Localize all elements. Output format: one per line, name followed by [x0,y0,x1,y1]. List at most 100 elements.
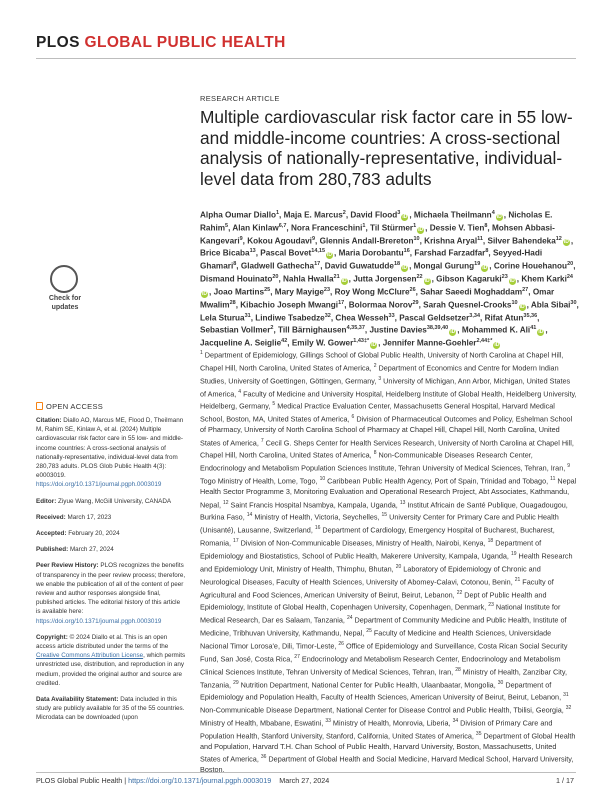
affiliation-number: 24 [346,615,353,622]
orcid-icon[interactable]: iD [449,329,457,337]
article-title: Multiple cardiovascular risk factor care… [200,107,573,189]
journal-title: GLOBAL PUBLIC HEALTH [84,34,286,51]
footer-doi-link[interactable]: https://doi.org/10.1371/journal.pgph.000… [128,776,272,785]
orcid-icon[interactable]: iD [401,265,409,273]
author-name: Jacqueline A. Seiglie [200,339,282,349]
author-affiliation-ref: 1 [275,210,280,216]
orcid-icon[interactable]: iD [423,277,431,285]
orcid-icon[interactable]: iD [495,213,503,221]
author-affiliation-ref: 6,7 [278,222,287,229]
author-name: Gladwell Gathecha [240,262,315,272]
footer-journal: PLOS Global Public Health [36,776,123,785]
author-name: David Guwatudde [324,262,394,272]
author-affiliation-ref: 29 [412,299,419,306]
affiliation-number: 7 [260,437,264,444]
author-name: Roy Wong McClure [334,287,410,297]
accepted-text: February 20, 2024 [68,530,120,538]
editor-text: Ziyue Wang, McGill University, CANADA [58,497,172,505]
orcid-icon[interactable]: iD [417,226,425,234]
affiliation-number: 26 [338,640,344,647]
affiliation-number: 28 [455,666,461,673]
affiliation-text: University Center for Primary Care and P… [200,512,559,535]
orcid-icon[interactable]: iD [537,329,545,337]
affiliation-number: 36 [260,754,267,761]
orcid-icon[interactable]: iD [340,277,348,285]
footer: PLOS Global Public Health | https://doi.… [36,776,329,785]
author-name: Bolormaa Norov [348,300,413,310]
author-affiliation-ref: 30 [570,299,577,306]
article-info-sidebar: Citation: Diallo AO, Marcus ME, Flood D,… [36,416,186,730]
orcid-icon[interactable]: iD [481,265,489,273]
journal-prefix: PLOS [36,34,80,51]
author-name: Farshad Farzadfar [414,249,486,259]
author-name: Maja E. Marcus [283,210,343,220]
affiliation-text: Department of Global Health and Populati… [200,731,576,764]
affiliation-text: Division of Primary Care and Population … [200,718,553,741]
affiliation-number: 9 [567,463,571,470]
author-affiliation-ref: 26 [409,286,416,293]
citation-doi-link[interactable]: https://doi.org/10.1371/journal.pgph.000… [36,481,162,489]
orcid-icon[interactable]: iD [370,342,378,350]
affiliation-number: 13 [399,499,406,506]
author-affiliation-ref: 4 [491,210,495,216]
author-list: Alpha Oumar Diallo1, Maja E. Marcus2, Da… [200,210,579,350]
author-affiliation-ref: 35,36 [523,312,538,319]
author-name: Mary Mayige [274,287,324,297]
author-affiliation-ref: 2,44‡* [476,338,493,345]
orcid-icon[interactable]: iD [401,213,409,221]
affiliation-text: Department of Global Health and Social M… [200,754,574,775]
author-name: Abla Sibai [530,300,571,310]
affiliation-text: Laboratory of Epidemiology of Chronic an… [200,564,541,587]
affiliation-text: Endocrinology and Metabolism Research Ce… [200,654,561,677]
affiliation-text: Department of Economics and Centre for M… [200,363,559,386]
affiliation-number: 10 [319,476,326,483]
affiliation-number: 20 [395,563,402,570]
affiliation-number: 12 [222,499,229,506]
author-affiliation-ref: 8 [484,222,488,229]
affiliation-text: Department of Community Medicine and Pub… [200,615,567,638]
orcid-icon[interactable]: iD [562,239,570,247]
orcid-icon[interactable]: iD [518,303,526,311]
author-name: Justine Davies [369,326,427,336]
peer-review-label: Peer Review History: [36,562,99,570]
affiliation-text: Saint Francis Hospital Nsambya, Kampala,… [228,499,400,509]
open-access-lock-icon [36,402,43,410]
author-name: Pascal Geldsetzer [399,313,470,323]
author-name: Lindiwe Tsabedze [255,313,325,323]
orcid-icon[interactable]: iD [508,277,516,285]
orcid-icon[interactable]: iD [493,342,501,350]
affiliation-text: Faculty of Medicine and Health Sciences,… [200,628,552,651]
author-affiliation-ref: 9 [311,235,316,242]
author-affiliation-ref: 1 [413,222,417,229]
author-affiliation-ref: 18 [393,261,401,268]
footer-separator: | [122,776,129,785]
affiliation-text: Togo Ministry of Health, Lome, Togo, [200,476,320,486]
data-availability-text: Data included in this study are publicly… [36,696,185,722]
author-affiliation-ref: 1,43‡* [353,338,370,345]
affiliation-number: 18 [487,538,494,545]
author-name: Dismand Houinato [200,274,273,284]
data-availability-label: Data Availability Statement: [36,696,119,704]
affiliation-text: Institut Africain de Santé Publique, Oua… [200,499,568,522]
affiliation-text: Department of Epidemiology, Gillings Sch… [200,350,564,373]
check-for-updates-badge[interactable]: Check for updates [36,265,94,317]
orcid-icon[interactable]: iD [326,252,334,260]
author-affiliation-ref: 11 [477,235,483,242]
copyright-text-2: , which permits unrestricted use, distri… [36,652,186,687]
affiliation-number: 16 [314,525,321,532]
editor: Editor: Ziyue Wang, McGill University, C… [36,497,186,506]
peer-review-link[interactable]: https://doi.org/10.1371/journal.pgph.000… [36,617,162,625]
author-name: Sahar Saeedi Moghaddam [420,287,523,297]
peer-review: Peer Review History: PLOS recognizes the… [36,561,186,625]
license-link[interactable]: Creative Commons Attribution License [36,652,144,660]
affiliation-text: Medical Practice Evaluation Center, Mass… [200,401,555,424]
orcid-icon[interactable]: iD [201,290,208,298]
page-number: 1 / 17 [556,776,574,785]
author-name: Chea Wesseh [335,313,389,323]
author-name: Krishna Aryal [424,236,478,246]
affiliation-text: Division of Non-Communicable Diseases, M… [238,538,488,548]
author-affiliation-ref: 27 [522,286,529,293]
author-name: Lela Sturua [200,313,245,323]
affiliation-number: 31 [563,692,569,699]
author-affiliation-ref: 23 [501,274,508,281]
